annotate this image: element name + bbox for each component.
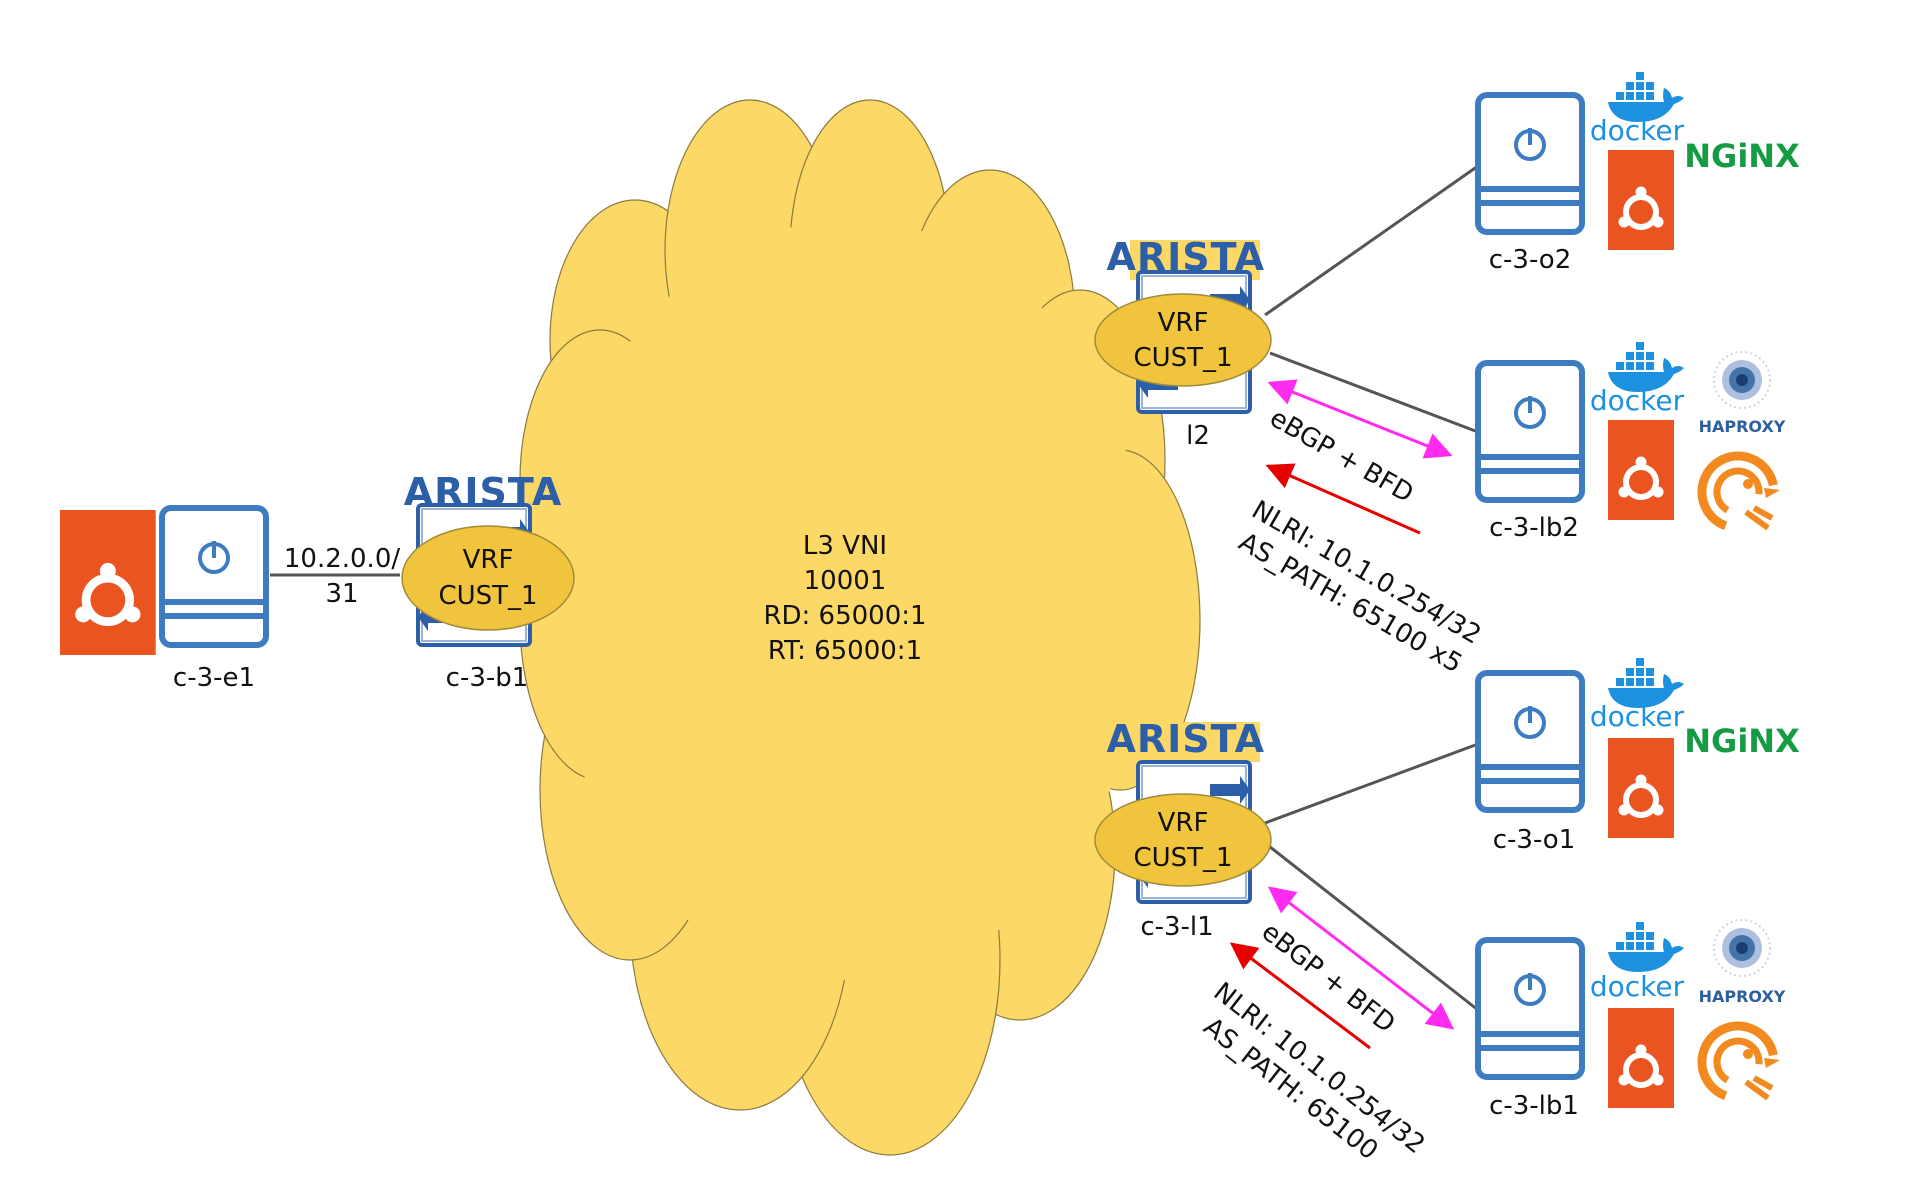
cloud-line-vni: L3 VNI: [803, 531, 887, 561]
ubuntu-icon: [1608, 1008, 1674, 1108]
node-label-e1: c-3-e1: [173, 663, 255, 693]
haproxy-icon: [1713, 351, 1771, 409]
link-l1-lb1: [1264, 841, 1479, 1012]
ubuntu-icon: [1608, 150, 1674, 250]
vrf-l1[interactable]: VRF CUST_1: [1094, 793, 1272, 887]
docker-label-o1: docker: [1590, 700, 1685, 733]
node-label-l2: l2: [1186, 421, 1210, 451]
cloud-line-rt: RT: 65000:1: [768, 636, 922, 666]
server-e1[interactable]: [162, 508, 266, 645]
link-l2-o2: [1264, 164, 1479, 317]
docker-label-lb2: docker: [1590, 384, 1685, 417]
server-lb2[interactable]: [1478, 363, 1582, 500]
nginx-icon: NGiNX: [1684, 137, 1800, 175]
server-lb1[interactable]: [1478, 940, 1582, 1077]
link-e1-b1-label: 10.2.0.0/: [284, 544, 401, 574]
docker-label-o2: docker: [1590, 114, 1685, 147]
nginx-icon: NGiNX: [1684, 722, 1800, 760]
server-o2[interactable]: [1478, 95, 1582, 232]
server-o1[interactable]: [1478, 673, 1582, 810]
vrf-l2-line1: VRF: [1158, 308, 1209, 338]
bgp-label-l2: eBGP + BFD: [1265, 403, 1419, 509]
vrf-b1[interactable]: VRF CUST_1: [401, 525, 575, 631]
cloud-text: L3 VNI 10001 RD: 65000:1 RT: 65000:1: [763, 531, 926, 666]
node-label-o2: c-3-o2: [1489, 245, 1572, 275]
node-label-l1: c-3-l1: [1140, 912, 1213, 942]
bgp-session-arrow-l1: [1267, 886, 1455, 1030]
node-label-o1: c-3-o1: [1493, 825, 1576, 855]
bird-icon: [1692, 1016, 1784, 1108]
arista-logo-l1-mask: [1130, 722, 1260, 762]
link-l1-o1: [1264, 742, 1479, 825]
route-advert-arrow-l1: [1229, 942, 1371, 1050]
node-label-lb2: c-3-lb2: [1489, 513, 1579, 543]
bird-icon: [1692, 446, 1784, 538]
bgp-session-arrow-l2: [1267, 379, 1453, 459]
docker-label-lb1: docker: [1590, 970, 1685, 1003]
docker-icon: [1608, 922, 1684, 972]
ubuntu-icon: [1608, 738, 1674, 838]
haproxy-icon: [1713, 919, 1771, 977]
vrf-l2-line2: CUST_1: [1133, 343, 1232, 373]
link-e1-b1-label-2: 31: [325, 579, 358, 609]
cloud-line-rd: RD: 65000:1: [763, 601, 926, 631]
vrf-l2[interactable]: VRF CUST_1: [1094, 293, 1272, 387]
node-label-b1: c-3-b1: [446, 663, 529, 693]
route-advert-arrow-l2: [1265, 463, 1421, 535]
haproxy-label-lb2: HAPROXY: [1699, 417, 1786, 436]
arista-logo-l1: ARISTA: [1106, 717, 1265, 761]
haproxy-label-lb1: HAPROXY: [1699, 987, 1786, 1006]
ubuntu-icon: [60, 510, 156, 655]
vrf-l1-line1: VRF: [1158, 808, 1209, 838]
ubuntu-icon: [1608, 420, 1674, 520]
vrf-l1-line2: CUST_1: [1133, 843, 1232, 873]
cloud-line-vni-id: 10001: [804, 566, 887, 596]
cloud-core: [550, 220, 1150, 980]
node-label-lb1: c-3-lb1: [1489, 1091, 1579, 1121]
vrf-b1-line2: CUST_1: [438, 581, 537, 611]
vrf-b1-line1: VRF: [463, 545, 514, 575]
